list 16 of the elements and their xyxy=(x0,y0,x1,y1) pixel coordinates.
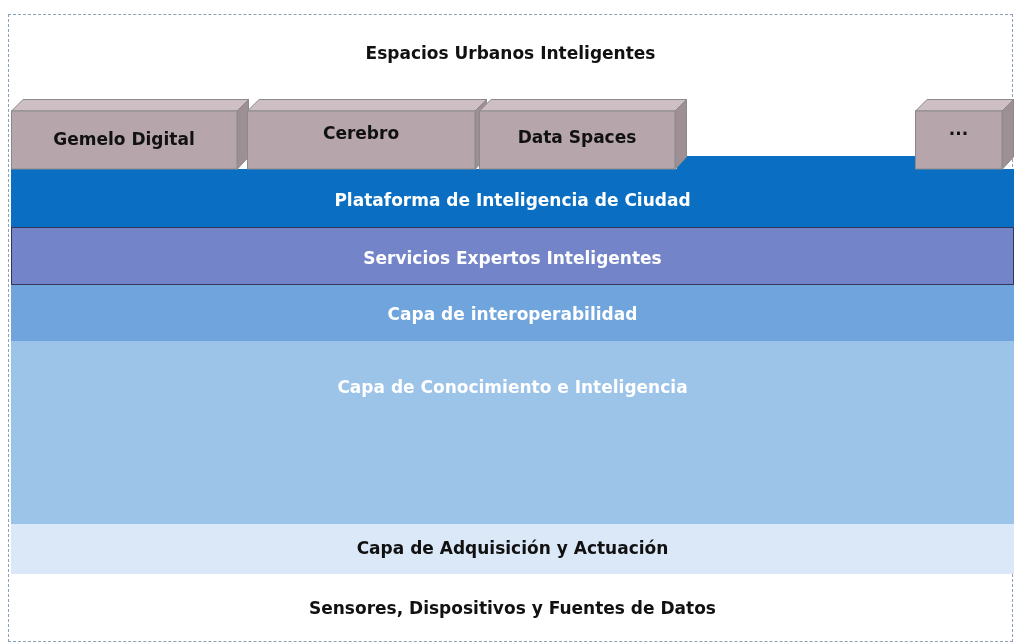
layer-label: Capa de interoperabilidad xyxy=(386,304,639,324)
system-boundary xyxy=(8,14,1013,642)
layer-band xyxy=(11,341,1014,524)
module-label: Gemelo Digital xyxy=(52,129,196,149)
layer-label: Servicios Expertos Inteligentes xyxy=(362,248,663,268)
layer-label: Sensores, Dispositivos y Fuentes de Datos xyxy=(308,598,717,618)
layer-band xyxy=(11,524,1014,574)
module-label: Data Spaces xyxy=(516,127,638,147)
module-label: Cerebro xyxy=(321,123,401,143)
layer-label: Plataforma de Inteligencia de Ciudad xyxy=(333,190,692,210)
layer-band xyxy=(11,227,1014,285)
layer-band xyxy=(11,285,1014,341)
layer-label: Capa de Adquisición y Actuación xyxy=(355,538,670,558)
diagram-heading: Espacios Urbanos Inteligentes xyxy=(364,43,657,63)
layer-label: Capa de Conocimiento e Inteligencia xyxy=(336,377,689,397)
module-label: ... xyxy=(947,119,970,139)
